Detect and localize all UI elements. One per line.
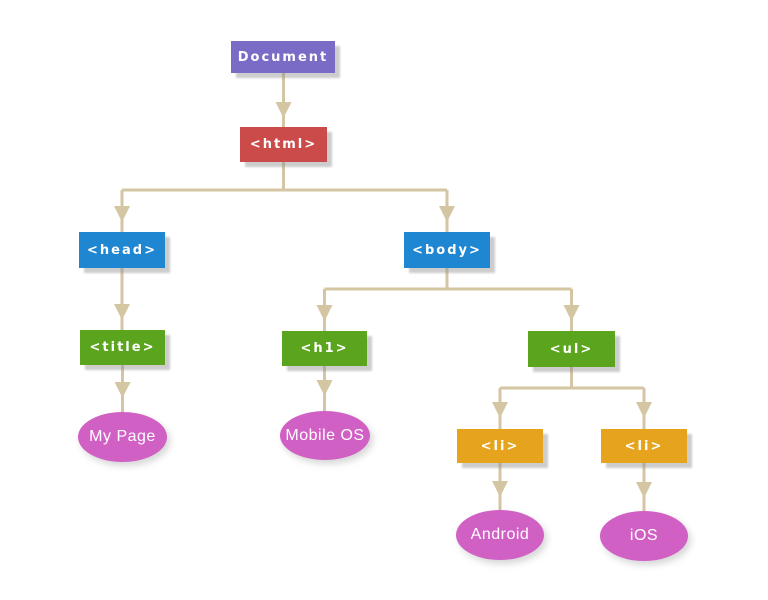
arrowhead-to-html: [275, 102, 292, 118]
node-ul-label: <ul>: [549, 341, 594, 357]
node-li-1: <li>: [457, 429, 543, 463]
node-body-label: <body>: [412, 242, 482, 258]
node-document-label: Document: [237, 49, 329, 65]
node-ios-label: iOS: [629, 527, 659, 544]
arrowhead-to-ul: [563, 305, 580, 321]
node-body: <body>: [404, 232, 490, 268]
node-title: <title>: [80, 330, 165, 365]
arrowhead-to-body: [439, 206, 455, 222]
node-mobile-os-label: Mobile OS: [285, 426, 365, 444]
node-head-label: <head>: [87, 242, 157, 258]
node-android: Android: [456, 510, 544, 560]
node-my-page: My Page: [78, 412, 167, 462]
node-html: <html>: [240, 127, 327, 162]
node-my-page-label: My Page: [89, 428, 156, 445]
node-document: Document: [231, 41, 335, 73]
node-li-1-label: <li>: [480, 438, 520, 454]
node-li-2: <li>: [601, 429, 687, 463]
node-android-label: Android: [470, 526, 530, 543]
node-html-label: <html>: [249, 137, 318, 152]
arrowhead-to-head: [114, 206, 130, 222]
arrowhead-to-title: [114, 304, 130, 320]
node-title-label: <title>: [89, 340, 156, 355]
arrowhead-to-my-page: [114, 382, 131, 398]
node-mobile-os: Mobile OS: [280, 411, 370, 460]
node-h1-label: <h1>: [300, 341, 349, 356]
arrowhead-to-mobile-os: [316, 380, 333, 396]
arrowhead-to-li-2: [636, 402, 652, 418]
arrowhead-to-h1: [316, 305, 333, 321]
arrowhead-to-android: [492, 481, 508, 497]
edge-paths: [120, 73, 646, 512]
node-h1: <h1>: [282, 331, 367, 366]
arrowhead-to-li-1: [492, 402, 508, 418]
arrowhead-to-ios: [636, 482, 652, 498]
arrowhead-markers: [114, 102, 652, 498]
node-li-2-label: <li>: [624, 438, 664, 454]
node-ios: iOS: [600, 511, 688, 561]
node-ul: <ul>: [528, 331, 615, 367]
node-head: <head>: [79, 232, 165, 268]
